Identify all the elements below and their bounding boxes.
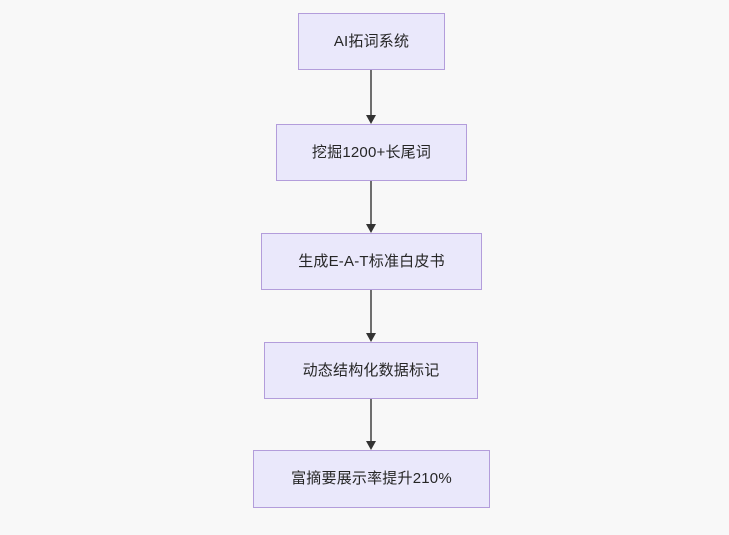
flowchart-node-rich-snippet-result[interactable]: 富摘要展示率提升210% — [253, 450, 490, 508]
flowchart-connector-3-to-4 — [364, 399, 378, 450]
connector-line — [370, 290, 372, 334]
flowchart-node-label: 富摘要展示率提升210% — [291, 470, 452, 487]
down-arrow-icon — [366, 441, 376, 450]
down-arrow-icon — [366, 115, 376, 124]
down-arrow-icon — [366, 333, 376, 342]
connector-line — [370, 181, 372, 225]
flowchart-connector-0-to-1 — [364, 70, 378, 124]
flowchart-node-eat-whitepaper[interactable]: 生成E-A-T标准白皮书 — [261, 233, 482, 290]
connector-line — [370, 399, 372, 442]
flowchart-connector-2-to-3 — [364, 290, 378, 342]
flowchart-node-label: 挖掘1200+长尾词 — [311, 143, 432, 161]
down-arrow-icon — [366, 224, 376, 233]
flowchart-connector-1-to-2 — [364, 181, 378, 233]
flowchart-node-ai-keyword-system[interactable]: AI拓词系统 — [298, 13, 445, 70]
flowchart-node-label: 动态结构化数据标记 — [302, 361, 440, 379]
flowchart-node-structured-data-markup[interactable]: 动态结构化数据标记 — [264, 342, 478, 399]
connector-line — [370, 70, 372, 116]
flowchart-node-label: 生成E-A-T标准白皮书 — [298, 252, 445, 270]
flowchart-node-label: AI拓词系统 — [333, 32, 410, 50]
flowchart-node-longtail-keywords[interactable]: 挖掘1200+长尾词 — [276, 124, 467, 181]
